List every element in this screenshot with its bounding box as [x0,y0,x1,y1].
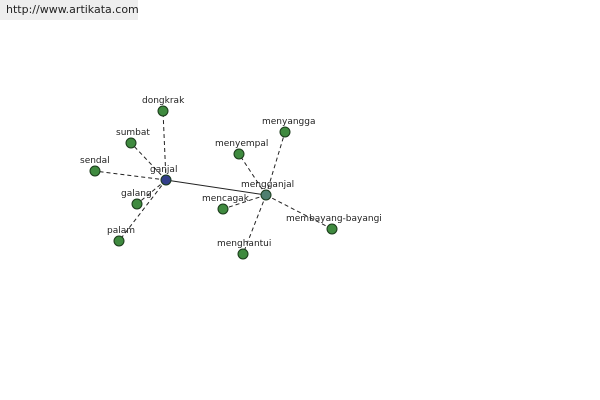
node-label-mencagak[interactable]: mencagak [202,194,250,204]
node-label-sumbat[interactable]: sumbat [116,128,150,138]
edge-mengganjal-mencagak [222,194,267,210]
node-label-galang[interactable]: galang [121,189,152,199]
labels-layer: ganjal mengganjal dongkrak sumbat sendal gala… [80,96,382,249]
node-dongkrak[interactable] [157,105,169,117]
edge-ganjal-palam [118,179,167,242]
edge-ganjal-dongkrak [162,110,167,181]
node-galang[interactable] [131,198,143,210]
edge-ganjal-mengganjal [165,179,267,196]
node-ganjal[interactable] [160,174,172,186]
node-mencagak[interactable] [217,203,229,215]
node-label-sendal[interactable]: sendal [80,156,110,166]
node-label-dongkrak[interactable]: dongkrak [142,96,185,106]
node-label-menghantui[interactable]: menghantui [217,239,271,249]
node-label-palam[interactable]: palam [107,226,135,236]
node-membayang-bayangi[interactable] [326,223,338,235]
node-label-membayang-bayangi[interactable]: membayang-bayangi [286,214,382,224]
node-menyangga[interactable] [279,126,291,138]
node-sendal[interactable] [89,165,101,177]
source-url[interactable]: http://www.artikata.com [0,0,139,20]
edge-ganjal-sendal [94,170,167,181]
edge-mengganjal-menyempal [238,153,267,196]
node-sumbat[interactable] [125,137,137,149]
node-label-menyempal[interactable]: menyempal [215,139,268,149]
edge-ganjal-sumbat [130,142,167,181]
node-label-ganjal[interactable]: ganjal [150,165,177,175]
node-palam[interactable] [113,235,125,247]
node-menyempal[interactable] [233,148,245,160]
node-label-menyangga[interactable]: menyangga [262,117,316,127]
node-menghantui[interactable] [237,248,249,260]
edge-ganjal-galang [136,179,167,205]
node-mengganjal[interactable] [260,189,272,201]
edge-mengganjal-membayang-bayangi [265,194,333,230]
edge-mengganjal-menyangga [265,131,286,196]
node-label-mengganjal[interactable]: mengganjal [241,180,294,190]
edge-mengganjal-menghantui [242,194,267,255]
nodes-layer [89,105,338,260]
edges-layer [94,110,333,255]
